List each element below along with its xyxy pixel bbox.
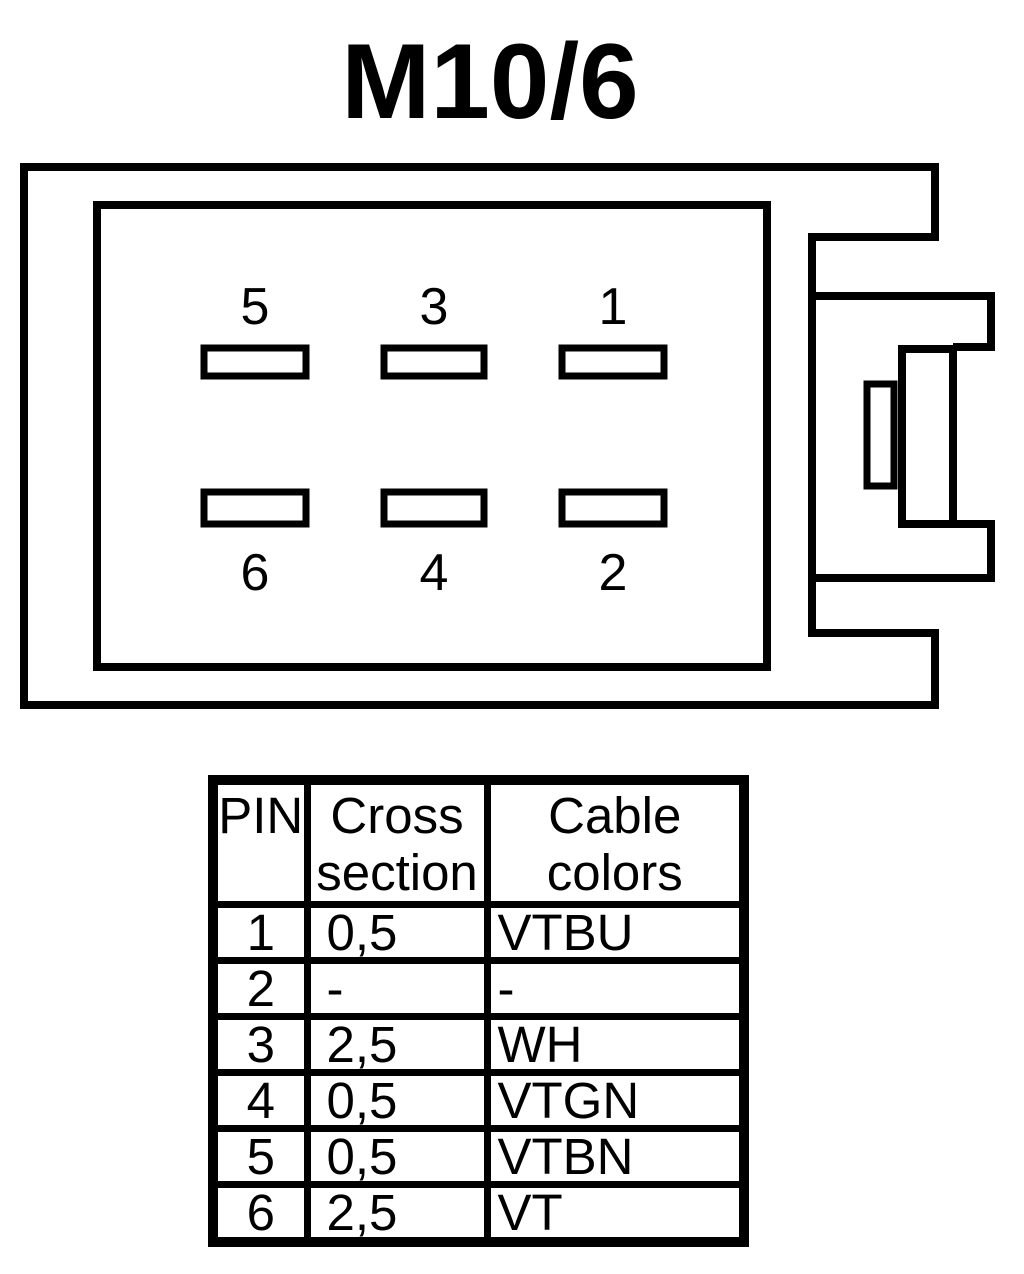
pin-slot-5	[200, 344, 310, 380]
table-row: 1 0,5 VTBU	[209, 901, 748, 964]
cell-cross-section: 2,5	[303, 1181, 491, 1246]
header-cable-colors: Cable colors	[483, 776, 748, 908]
table-row: 2 - -	[209, 957, 748, 1020]
table-row: 5 0,5 VTBN	[209, 1125, 748, 1188]
pin-label-4: 4	[420, 544, 449, 602]
cell-cross-section: 0,5	[303, 1069, 491, 1132]
latch-bracket-bottom-arm	[812, 520, 995, 582]
cell-cable-color: -	[483, 957, 748, 1020]
pin-slot-6	[200, 488, 310, 528]
header-pin: PIN	[209, 776, 311, 908]
pin-slot-4	[380, 488, 488, 528]
cell-cross-section: -	[303, 957, 491, 1020]
pin-label-1: 1	[599, 278, 628, 336]
cell-cable-color: VTGN	[483, 1069, 748, 1132]
page-title: M10/6	[341, 21, 639, 141]
cell-cross-section: 2,5	[303, 1013, 491, 1076]
cell-cable-color: WH	[483, 1013, 748, 1076]
table-row: 4 0,5 VTGN	[209, 1069, 748, 1132]
pin-slot-2	[558, 488, 668, 528]
cell-pin: 5	[209, 1125, 311, 1188]
cell-pin: 4	[209, 1069, 311, 1132]
cell-cable-color: VTBU	[483, 901, 748, 964]
cell-cable-color: VTBN	[483, 1125, 748, 1188]
pin-label-3: 3	[420, 278, 449, 336]
cell-pin: 6	[209, 1181, 311, 1246]
pin-assignment-table: PIN Cross section Cable colors 1 0,5 VTB…	[208, 775, 749, 1247]
cell-cross-section: 0,5	[303, 1125, 491, 1188]
header-cross-section: Cross section	[303, 776, 491, 908]
connector-inner-outline	[93, 201, 771, 671]
pin-label-2: 2	[599, 544, 628, 602]
cell-pin: 1	[209, 901, 311, 964]
connector-diagram: 5 3 1 6 4 2	[20, 163, 995, 709]
latch-post	[898, 345, 957, 528]
latch-lever	[863, 380, 898, 490]
table-header-row: PIN Cross section Cable colors	[209, 776, 748, 908]
connector-body-outline	[20, 163, 939, 709]
cell-cable-color: VT	[483, 1181, 748, 1246]
table-row: 6 2,5 VT	[209, 1181, 748, 1246]
cell-pin: 3	[209, 1013, 311, 1076]
pin-label-5: 5	[241, 278, 270, 336]
table-row: 3 2,5 WH	[209, 1013, 748, 1076]
pin-label-6: 6	[241, 544, 270, 602]
cell-cross-section: 0,5	[303, 901, 491, 964]
pin-slot-1	[558, 344, 668, 380]
pin-slot-3	[380, 344, 488, 380]
cell-pin: 2	[209, 957, 311, 1020]
latch-bracket-top-arm	[812, 292, 995, 351]
